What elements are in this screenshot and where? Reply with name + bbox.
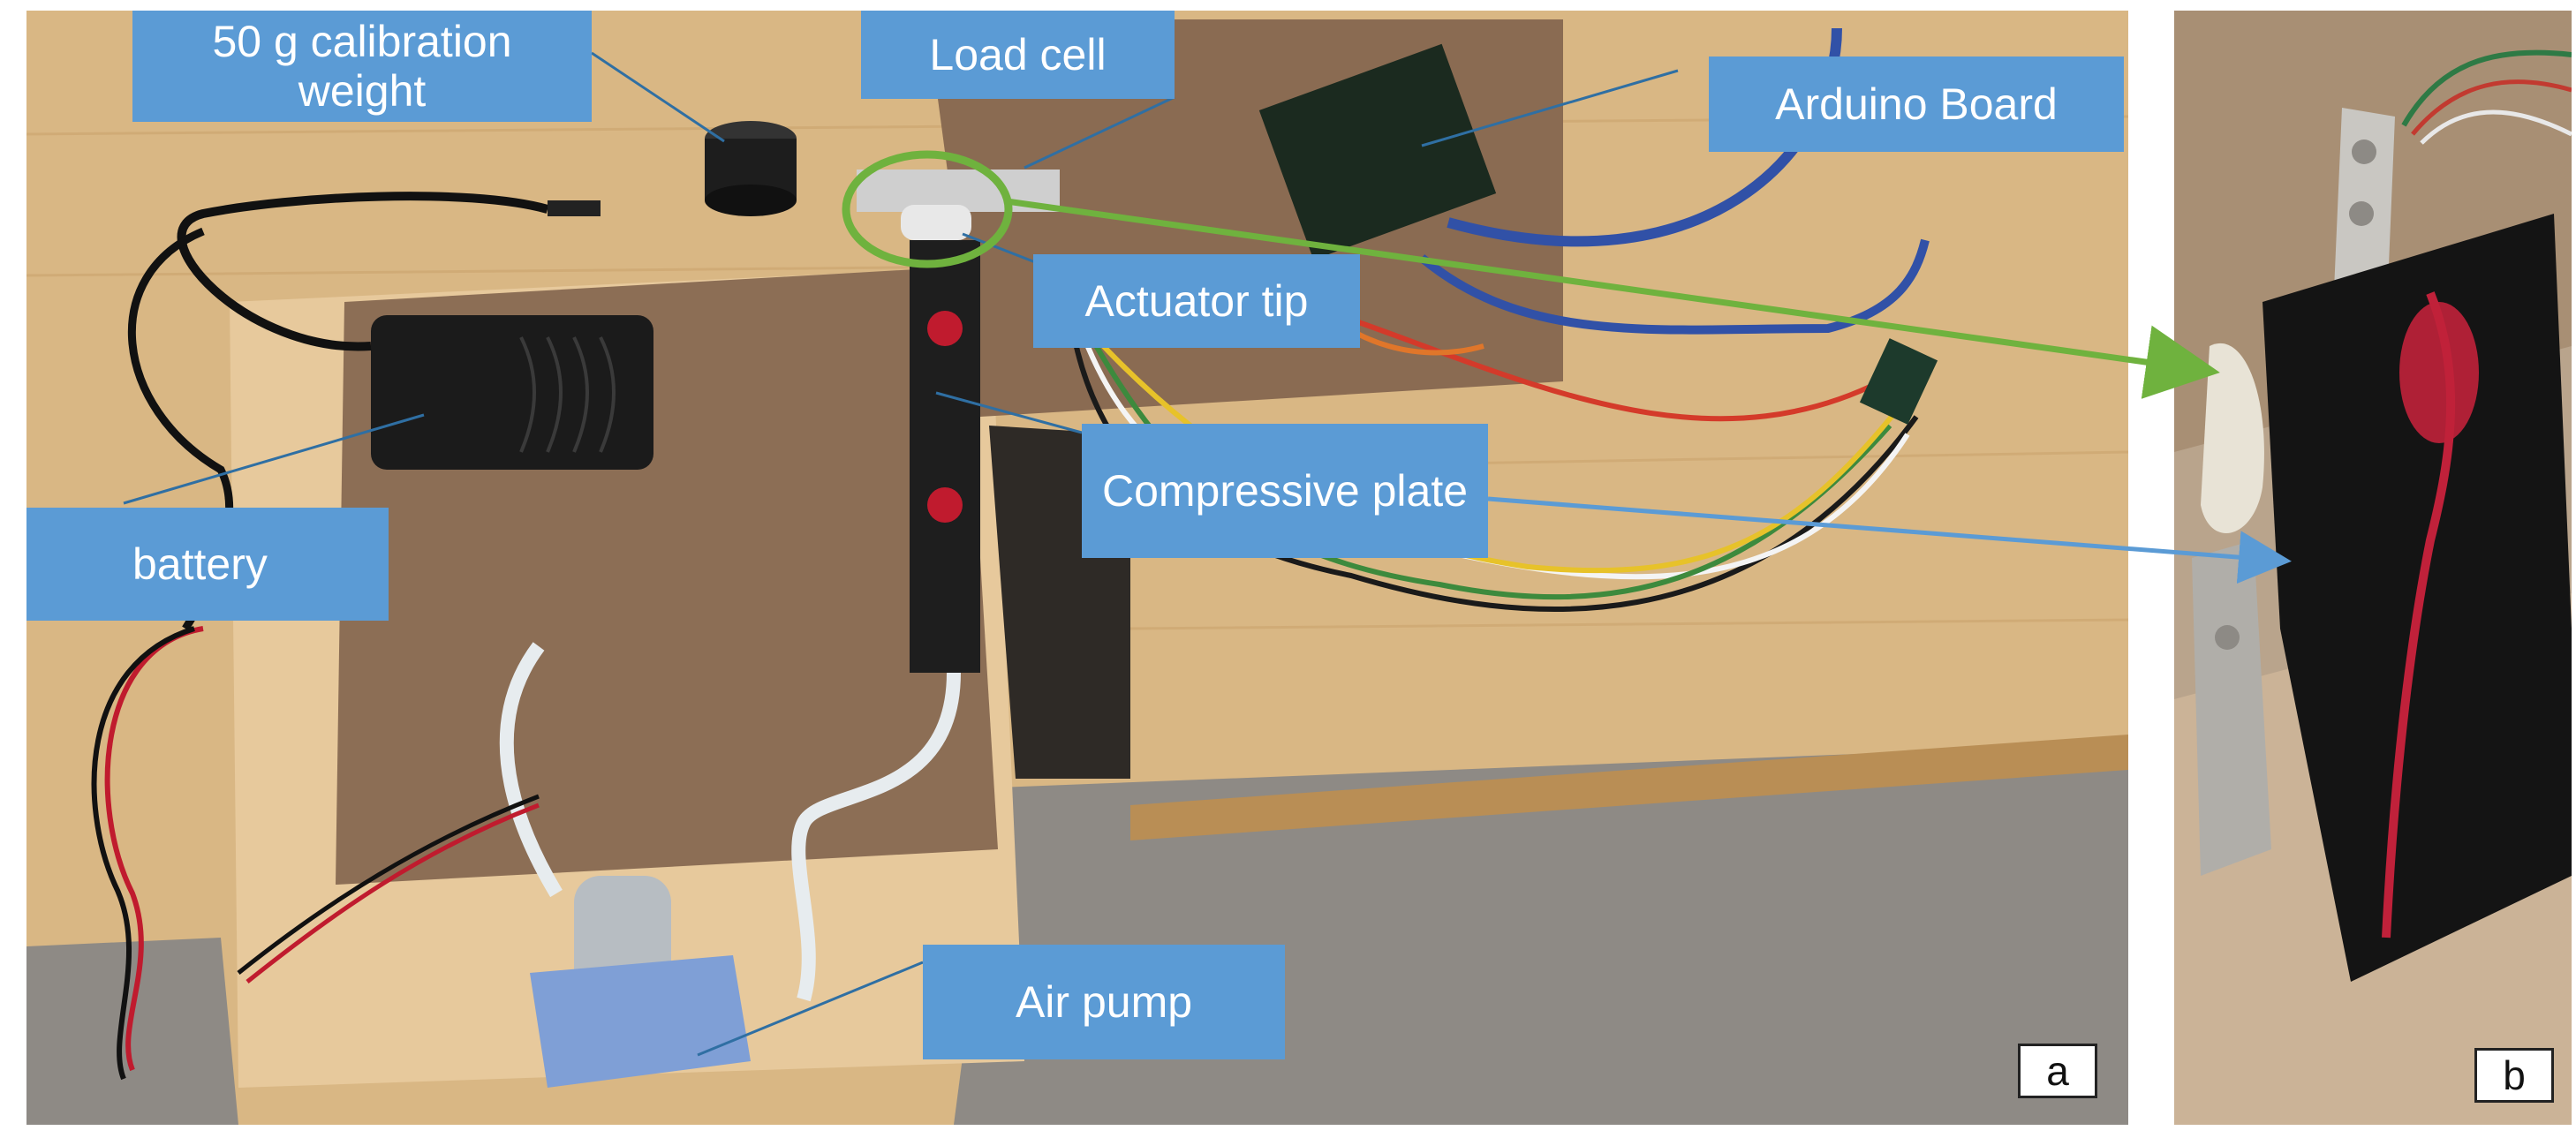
- closeup-photo: [2174, 11, 2572, 1125]
- battery-pack: [371, 315, 653, 470]
- label-arduino-board: Arduino Board: [1709, 57, 2124, 152]
- photo-panel-a: a: [26, 11, 2128, 1125]
- label-battery: battery: [26, 508, 389, 621]
- label-compressive-plate: Compressive plate: [1082, 424, 1488, 558]
- label-actuator-tip: Actuator tip: [1033, 254, 1360, 348]
- label-calibration-weight: 50 g calibration weight: [132, 11, 592, 122]
- label-air-pump: Air pump: [923, 945, 1285, 1059]
- photo-panel-b: b: [2174, 11, 2572, 1125]
- setup-photo: [26, 11, 2128, 1125]
- actuator-body: [910, 240, 980, 673]
- pump-body: [530, 955, 751, 1088]
- panel-label-b: b: [2474, 1048, 2554, 1103]
- label-load-cell: Load cell: [861, 11, 1175, 99]
- panel-label-a: a: [2018, 1044, 2097, 1098]
